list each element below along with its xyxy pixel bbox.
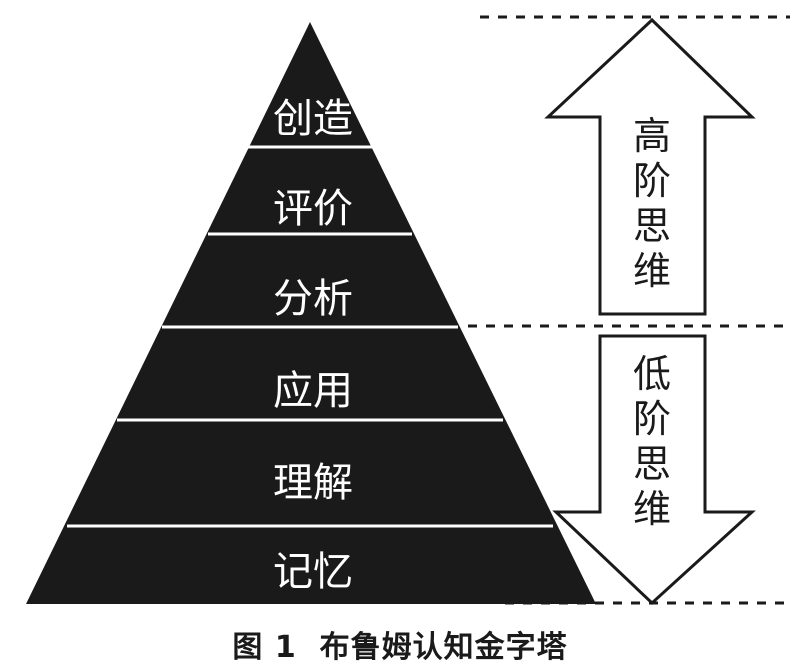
higher-thinking-char: 思: [633, 204, 671, 248]
down-arrow: [552, 334, 756, 606]
lower-thinking-char: 思: [633, 442, 671, 486]
level-label-apply: 应用: [273, 368, 353, 414]
lower-thinking-char: 阶: [633, 397, 671, 441]
level-label-understand: 理解: [273, 460, 353, 506]
up-arrow: [544, 17, 756, 316]
level-label-create: 创造: [273, 96, 353, 142]
figure-caption: 图 1 布鲁姆认知金字塔: [232, 630, 568, 665]
level-label-analyze: 分析: [273, 276, 353, 322]
higher-thinking-char: 维: [633, 249, 671, 293]
level-label-remember: 记忆: [273, 549, 353, 595]
lower-thinking-char: 低: [633, 352, 671, 396]
level-label-evaluate: 评价: [273, 186, 353, 232]
lower-thinking-char: 维: [633, 487, 671, 531]
higher-thinking-char: 高: [633, 114, 671, 158]
higher-thinking-char: 阶: [633, 159, 671, 203]
pyramid-shape: [26, 22, 596, 604]
